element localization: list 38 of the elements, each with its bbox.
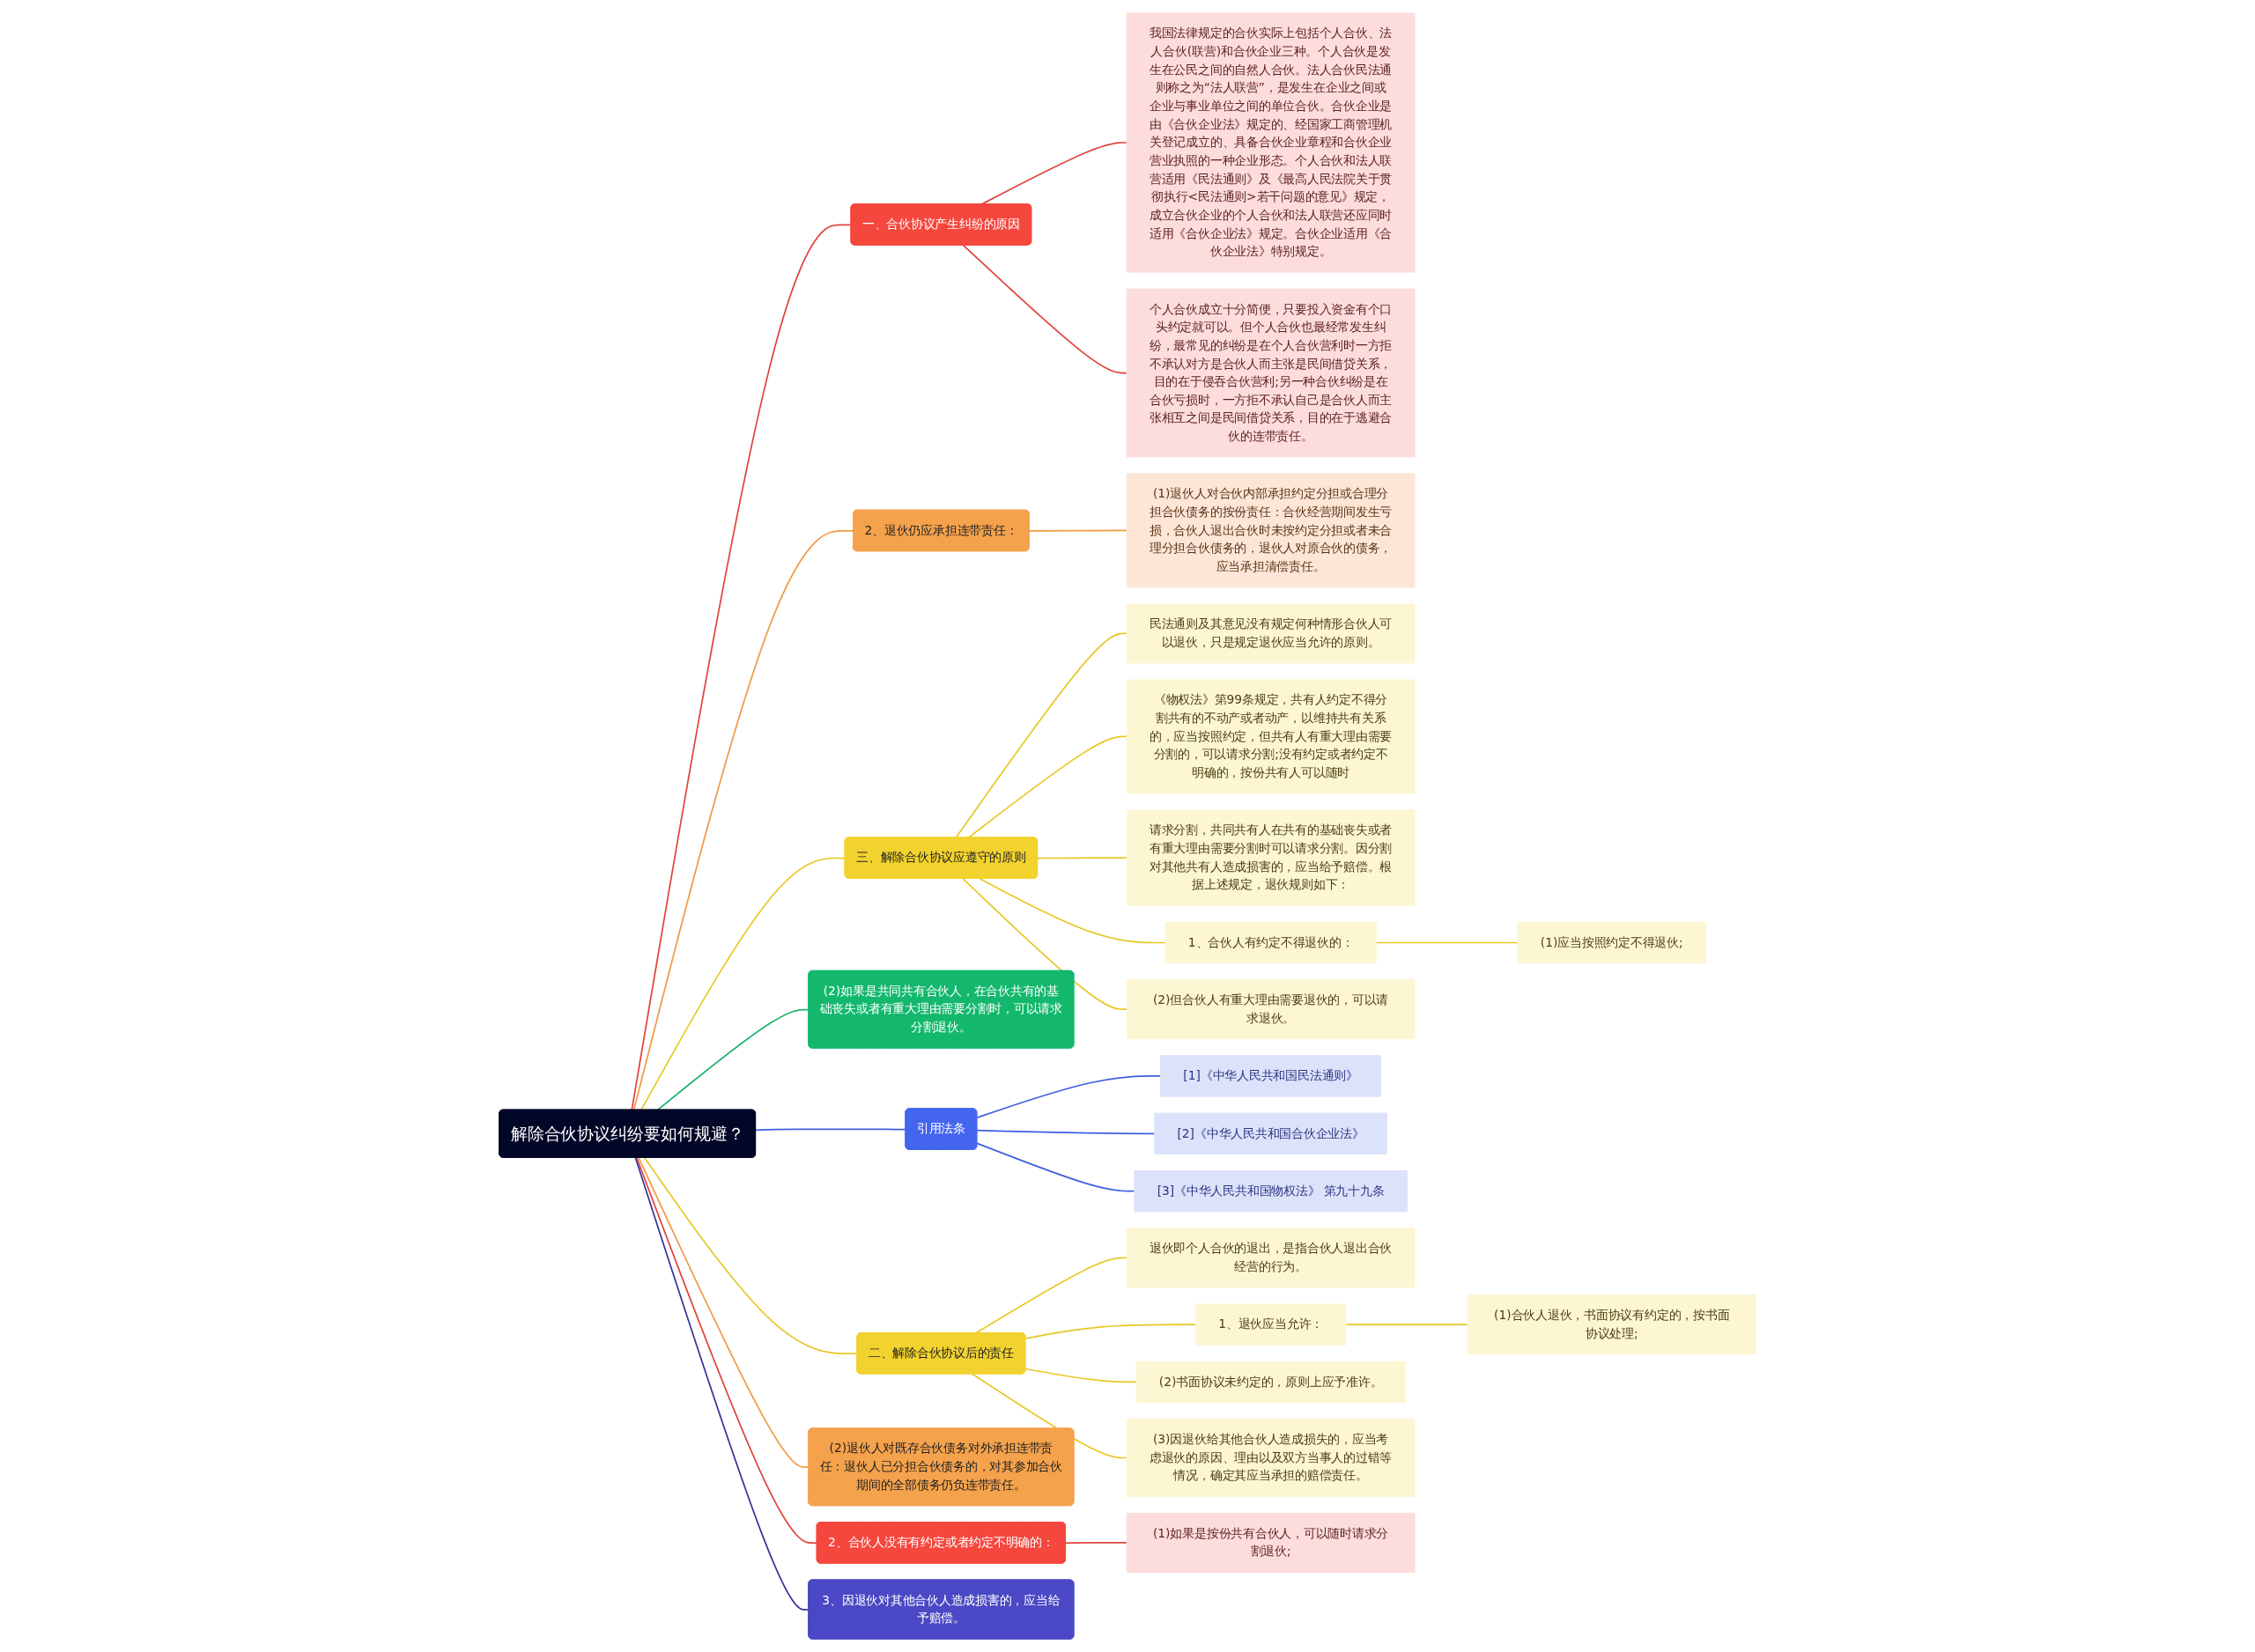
connector xyxy=(972,1373,1128,1459)
connector xyxy=(1024,1324,1197,1339)
node-box: (3)因退伙给其他合伙人造成损失的，应当考虑退伙的原因、理由以及双方当事人的过错等情况，确定其应当承担的赔偿责任。 xyxy=(1126,1419,1416,1497)
connector xyxy=(640,857,847,1111)
connector xyxy=(962,244,1128,374)
connector xyxy=(1024,1368,1137,1383)
node-box: (1)退伙人对合伙内部承担约定分担或合理分担合伙债务的按份责任：合伙经营期间发生亏损，合伙人退出合伙时未按约定分担或者未合理分担合伙债务的，退伙人对原合伙的债务，应当承担清偿责任。 xyxy=(1126,473,1416,588)
connector xyxy=(1345,1324,1469,1325)
node-box: 1、合伙人有约定不得退伙的： xyxy=(1164,921,1377,964)
node-box: [1]《中华人民共和国民法通则》 xyxy=(1160,1055,1382,1097)
node-box: (1)合伙人退伙，书面协议有约定的，按书面协议处理; xyxy=(1467,1294,1756,1355)
connector xyxy=(1037,857,1128,859)
connector xyxy=(1375,941,1519,944)
connector xyxy=(976,1075,1162,1118)
node-box: 请求分割，共同共有人在共有的基础丧失或者有重大理由需要分割时可以请求分割。因分割对其他共有人造成损害的，应当给予赔偿。根据上述规定，退伙规则如下： xyxy=(1126,809,1416,906)
node-box: 我国法律规定的合伙实际上包括个人合伙、法人合伙(联营)和合伙企业三种。个人合伙是发生在公民之间的自然人合伙。法人合伙民法通则称之为“法人联营”，是发生在企业之间或企业与事业单位之间的单位合伙。合伙企业是由《合伙企业法》规定的、经国家工商管理机关登记成立的、具备合伙企业章程和合伙企业营业执照的一种企业形态。个人合伙和法人联营适用《民法通则》及《最高人民法院关于贯彻执行<民法通则>若干问题的意见》规定，成立合伙企业的个人合伙和法人联营还应同时适用《合伙企业法》规定。合伙企业适用《合伙企业法》特别规定。 xyxy=(1126,12,1416,273)
node-box: 个人合伙成立十分简便，只要投入资金有个口头约定就可以。但个人合伙也最经常发生纠纷，最常见的纠纷是在个人合伙营利时一方拒不承认对方是合伙人而主张是民间借贷关系，目的在于侵吞合伙营利;另一种合伙纠纷是在合伙亏损时，一方拒不承认自己是合伙人而主张相互之间是民间借贷关系，目的在于逃避合伙的连带责任。 xyxy=(1126,288,1416,458)
node-box: (1)如果是按份共有合伙人，可以随时请求分割退伙; xyxy=(1126,1512,1416,1573)
connector xyxy=(976,1129,1156,1135)
node-box: (1)应当按照约定不得退伙; xyxy=(1517,921,1706,964)
connector xyxy=(1065,1542,1128,1545)
node-box: 退伙即个人合伙的退出，是指合伙人退出合伙经营的行为。 xyxy=(1126,1228,1416,1288)
node-box: 民法通则及其意见没有规定何种情形合伙人可以退伙，只是规定退伙应当允许的原则。 xyxy=(1126,603,1416,664)
node-box: [3]《中华人民共和国物权法》 第九十九条 xyxy=(1134,1170,1408,1213)
node-box: (2)书面协议未约定的，原则上应予准许。 xyxy=(1135,1361,1406,1404)
node-box: [2]《中华人民共和国合伙企业法》 xyxy=(1154,1112,1387,1154)
node-box: 1、退伙应当允许： xyxy=(1194,1303,1347,1346)
connector xyxy=(1028,529,1128,532)
node-box: (2)但合伙人有重大理由需要退伙的，可以请求退伙。 xyxy=(1126,979,1416,1040)
connector xyxy=(979,877,1166,944)
connector xyxy=(974,1257,1128,1334)
node-box: 《物权法》第99条规定，共有人约定不得分割共有的不动产或者动产，以维持共有关系的，应当按照约定，但共有人有重大理由需要分割的，可以请求分割;没有约定或者约定不明确的，按份共有人可以随时 xyxy=(1126,679,1416,794)
connector xyxy=(632,530,854,1111)
connector xyxy=(631,224,853,1111)
connector xyxy=(980,142,1128,205)
connector xyxy=(976,1142,1135,1192)
connector xyxy=(962,877,1128,1011)
connector xyxy=(636,1156,818,1545)
